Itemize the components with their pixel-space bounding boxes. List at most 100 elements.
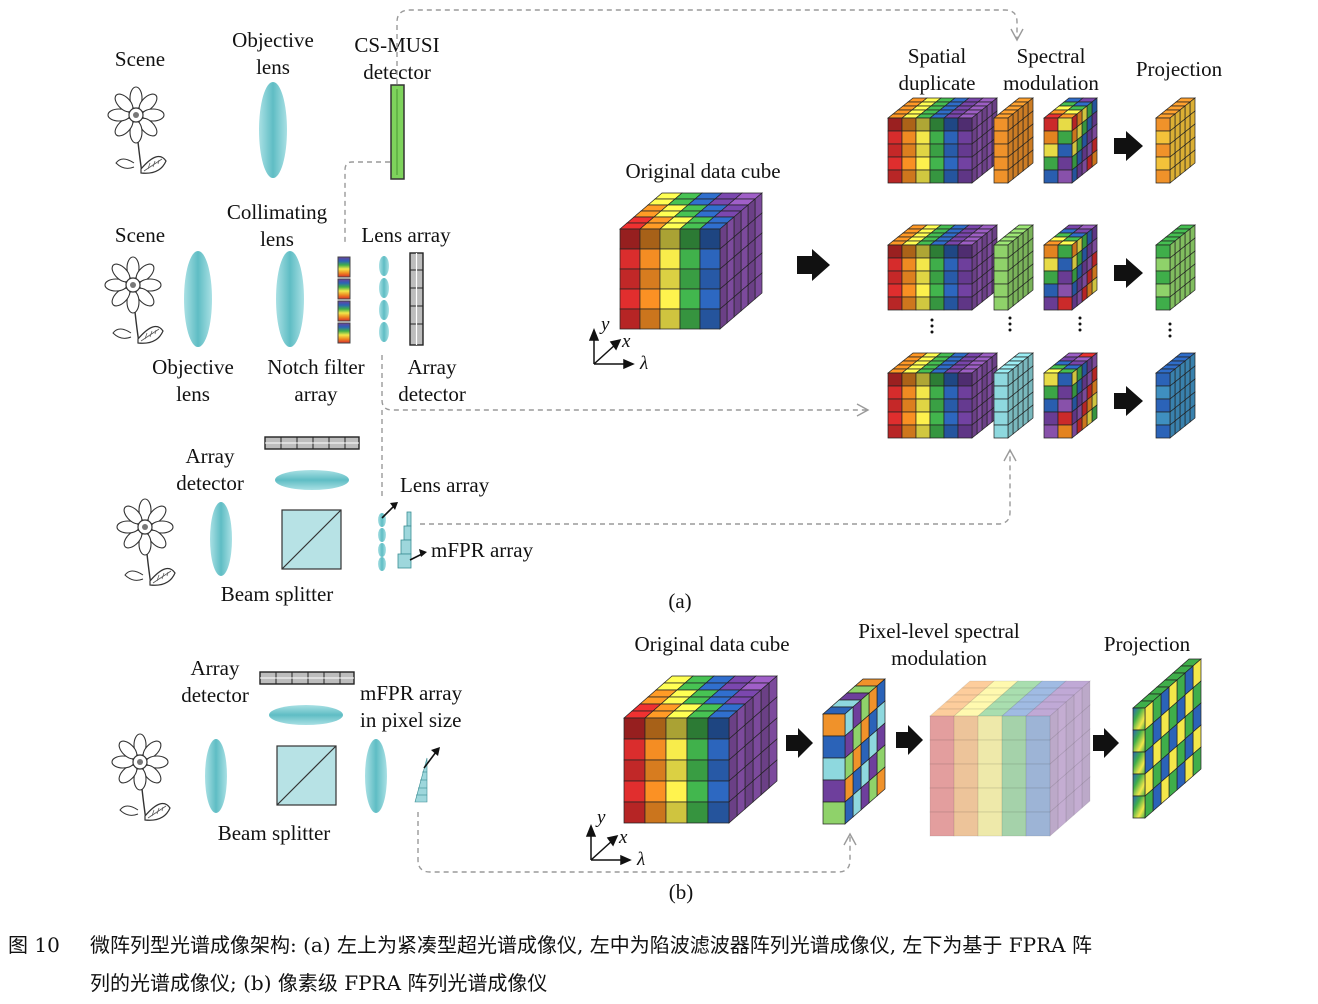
label-scene-top: Scene [115, 47, 165, 71]
cube-a-voxel [619, 192, 763, 330]
cube-a-voxel-cell [619, 248, 641, 270]
axis-lambda-b: λ [636, 849, 645, 870]
pixel-mfpr-slab [822, 678, 886, 825]
spatial-duplicate-row1-cell [887, 143, 903, 158]
label-modulation-b-1: Pixel-level spectral [858, 619, 1020, 643]
cube-a-voxel-cell [679, 268, 701, 290]
flow-arrow-row1-icon [1114, 131, 1143, 161]
projection-b-voxel-cell [1132, 707, 1146, 731]
spatial-duplicate-row2-cell [943, 244, 959, 259]
cube-a-voxel-cell [679, 248, 701, 270]
spectral-filter-row1-cell [993, 130, 1009, 145]
spectral-filter-row3-cell [993, 411, 1009, 426]
spatial-duplicate-row3-cell [887, 372, 903, 387]
spatial-duplicate-row2-cell [887, 244, 903, 259]
modulated-cube-row3-cell [1043, 411, 1059, 426]
dashed-route-b [417, 812, 857, 873]
label-array-detector-b-2: detector [181, 683, 249, 707]
spatial-duplicate-row1-cell [915, 156, 931, 171]
cube-b-voxel-cell [665, 738, 688, 761]
pixel-mfpr-slab-voxel-cell [822, 757, 846, 781]
objective-lens-top-icon [259, 82, 287, 178]
label-collimating-lens-2: lens [260, 227, 294, 251]
cube-b-voxel-cell [686, 759, 709, 782]
label-objective-lens-middle-1: Objective [152, 355, 234, 379]
spatial-duplicate-row2-cell [887, 283, 903, 298]
spectral-filter-row3 [993, 352, 1034, 439]
modulated-cube-row1-cell [1043, 117, 1059, 132]
axis-lambda-a: λ [639, 353, 648, 374]
modulated-cube-row1-cell [1043, 169, 1059, 184]
spatial-duplicate-row3-cell [887, 385, 903, 400]
cube-a-voxel-cell [639, 288, 661, 310]
label-objective-lens-top-1: Objective [232, 28, 314, 52]
projection-row3-cell [1155, 424, 1171, 439]
spatial-duplicate-row2 [887, 224, 998, 311]
lens-array-middle-icon [379, 256, 389, 342]
flow-arrow-row3-icon [1114, 386, 1143, 416]
header-spectral-2: modulation [1003, 71, 1099, 95]
spatial-duplicate-row2-cell [943, 270, 959, 285]
spatial-duplicate-row3-cell [929, 372, 945, 387]
label-array-detector-bottom-1: Array [186, 444, 235, 468]
cube-a-voxel-cell [659, 248, 681, 270]
spatial-duplicate-row3-cell [915, 385, 931, 400]
axes-a [588, 327, 635, 370]
modulated-cube-row3 [1043, 352, 1098, 439]
modulated-cube-row3-cell [1043, 372, 1059, 387]
cube-b-voxel-cell [686, 717, 709, 740]
spatial-duplicate-row1 [887, 97, 998, 184]
spectral-filter-row1-cell [993, 156, 1009, 171]
spatial-duplicate-row2-cell [887, 270, 903, 285]
modulated-cube-row1-cell [1043, 156, 1059, 171]
projection-row1-cell [1155, 130, 1171, 145]
axis-y-a: y [599, 314, 610, 335]
axis-x-a: x [621, 331, 631, 352]
projection-row1-cell [1155, 169, 1171, 184]
cube-b-voxel-cell [623, 801, 646, 824]
spatial-duplicate-row2-cell [915, 270, 931, 285]
spatial-duplicate-row2-cell [915, 244, 931, 259]
spatial-duplicate-row3-cell [943, 385, 959, 400]
modulated-cube-row3-cell [1057, 424, 1073, 439]
cube-b-voxel [623, 675, 778, 824]
pixel-mfpr-slab-voxel-cell [822, 735, 846, 759]
spatial-duplicate-row2-cell [943, 296, 959, 311]
label-array-detector-middle-1: Array [408, 355, 457, 379]
label-array-detector-bottom-2: detector [176, 471, 244, 495]
spatial-duplicate-row3-cell [929, 385, 945, 400]
spatial-duplicate-row2-cell [901, 244, 917, 259]
header-spatial-1: Spatial [908, 44, 966, 68]
modulated-cube-row1-cell [1057, 143, 1073, 158]
spatial-duplicate-row1-cell [943, 117, 959, 132]
cube-b-voxel-cell [707, 738, 730, 761]
objective-lens-b-icon [205, 739, 227, 813]
spatial-duplicate-row3-cell [901, 372, 917, 387]
lens-horizontal-b-icon [269, 705, 343, 725]
label-lens-array-bottom: Lens array [400, 473, 490, 497]
modulated-cube-row3-cell [1057, 372, 1073, 387]
cube-b-voxel-cell [665, 780, 688, 803]
cube-a-voxel-cell [619, 228, 641, 250]
spectral-filter-row1-cell [993, 143, 1009, 158]
modulation-haze [930, 676, 1090, 836]
cube-a-voxel-cell [699, 288, 721, 310]
spatial-duplicate-row3-cell [957, 385, 973, 400]
objective-lens-middle-icon [184, 251, 212, 347]
label-scene-middle: Scene [115, 223, 165, 247]
cube-a-voxel-cell [699, 308, 721, 330]
spatial-duplicate-row1-cell [943, 143, 959, 158]
label-mfpr-pixel-2: in pixel size [360, 708, 461, 732]
spatial-duplicate-row3-cell [901, 385, 917, 400]
spatial-duplicate-row2-cell [929, 244, 945, 259]
spatial-duplicate-row2-cell [929, 257, 945, 272]
modulated-cube-row3-cell [1057, 411, 1073, 426]
modulated-cube-row2-cell [1057, 270, 1073, 285]
label-mfpr-array: mFPR array [431, 538, 534, 562]
spatial-duplicate-row2-cell [915, 257, 931, 272]
modulated-cube-row2-cell [1043, 244, 1059, 259]
spatial-duplicate-row2-cell [929, 283, 945, 298]
label-array-detector-b-1: Array [191, 656, 240, 680]
flow-arrow-b3-icon [1093, 728, 1119, 758]
spatial-duplicate-row1-cell [901, 117, 917, 132]
